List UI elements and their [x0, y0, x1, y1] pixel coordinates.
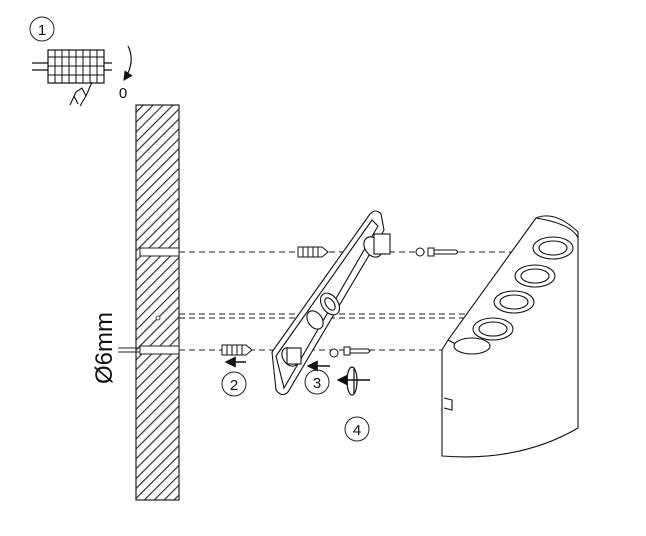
screwdriver-icon — [346, 366, 358, 396]
step2-label: 2 — [230, 377, 238, 394]
screw-bottom — [329, 346, 371, 358]
arrow-icon — [123, 45, 133, 81]
step4-label: 4 — [353, 422, 361, 439]
terminal-block-icon — [32, 49, 112, 84]
drill-diameter-label: Ø6mm — [91, 312, 118, 384]
step1-label: 1 — [38, 22, 46, 39]
drill-hole-bottom — [139, 345, 180, 355]
step2-circle — [221, 371, 247, 397]
power-state-label: 0 — [119, 85, 127, 102]
step1-circle — [29, 16, 55, 42]
drill-bit — [118, 347, 140, 353]
screw-top — [415, 247, 459, 257]
step3-circle — [304, 369, 330, 395]
wall-plug-bottom — [221, 344, 253, 356]
hand-icon — [69, 81, 93, 107]
step1-group: 1 0 — [29, 16, 133, 107]
drill-hole-top — [139, 247, 180, 257]
step4-circle — [344, 416, 370, 442]
wall — [118, 104, 180, 501]
luminaire — [441, 215, 579, 458]
step3-label: 3 — [313, 375, 321, 392]
mounting-bracket — [271, 210, 391, 396]
wall-plug-top — [297, 246, 329, 258]
